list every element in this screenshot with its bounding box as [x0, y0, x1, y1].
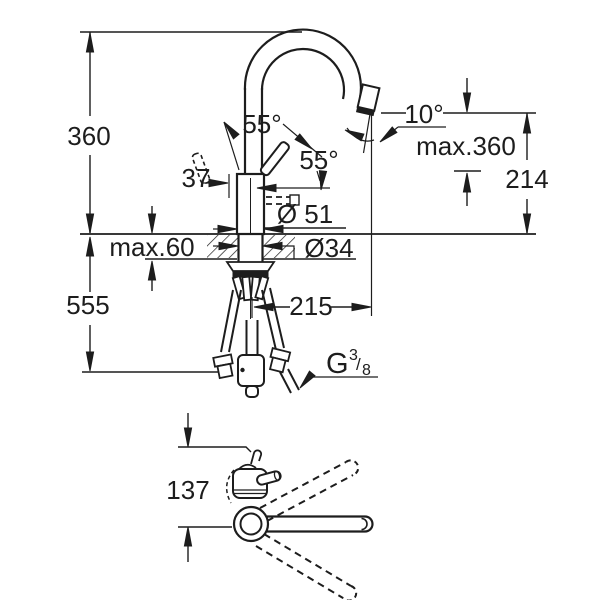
dimension-labels: 360 55° 37 55° 10° max.360 214 Ø 51 max.…	[66, 99, 548, 505]
dim-215-arrow-left	[253, 302, 274, 312]
thread-numerator: 3	[349, 347, 358, 364]
left-hose	[220, 289, 242, 353]
dim-137-arrow-bottom	[183, 526, 193, 547]
angle-55-spout-label: 55°	[242, 109, 281, 139]
dim-37-arrow	[208, 178, 229, 188]
dim-137-arrow-top	[183, 427, 193, 448]
spray-outlet-dashed	[266, 196, 290, 205]
right-hose	[261, 287, 285, 351]
angle-10-leader-arrow	[377, 126, 398, 146]
dim-max360-arrow-down	[462, 92, 472, 113]
thread-denominator: 8	[362, 362, 371, 379]
dim-555-label: 555	[66, 290, 109, 320]
angle-10-arc-arrow	[343, 126, 365, 142]
dim-max60-arrow-top	[147, 213, 157, 234]
top-base-ring	[232, 505, 270, 543]
dim-214-label: 214	[505, 164, 548, 194]
spout-arc-inner	[260, 47, 346, 100]
dia-34-leader	[281, 245, 295, 259]
angle-55-left-arrow	[220, 119, 240, 140]
dim-215-arrow-right	[351, 302, 372, 312]
dim-37-label: 37	[182, 163, 211, 193]
side-view	[80, 28, 536, 398]
dim-215-label: 215	[289, 291, 332, 321]
spout-arc-outer	[243, 28, 363, 99]
dim-360-label: 360	[67, 121, 110, 151]
dia-51-arrow-left	[217, 224, 238, 234]
dim-555-arrow-top	[85, 236, 95, 257]
dim-137-line-top	[178, 446, 252, 453]
dim-214-arrow-bottom	[522, 213, 532, 234]
dim-137-label: 137	[166, 475, 209, 505]
spout-position-lower	[255, 533, 358, 602]
top-view	[178, 413, 374, 602]
lever-handle	[259, 141, 290, 177]
dim-555-arrow-bottom	[85, 351, 95, 372]
angle-55b-leader	[316, 170, 321, 182]
top-spout-cap	[364, 515, 374, 533]
dim-max60-arrow-bottom	[147, 260, 157, 281]
top-handle-swing-arc	[225, 469, 235, 504]
mounting-nut	[232, 270, 269, 278]
angle-55-handle-label: 55°	[299, 145, 338, 175]
hose-weight-detail	[240, 367, 245, 373]
top-spout-tube	[267, 515, 365, 533]
right-hose-tail	[279, 368, 300, 394]
thread-size-label: G 3 / 8	[326, 347, 371, 380]
spout-tube	[243, 88, 264, 176]
top-base-ring-inner	[239, 512, 263, 536]
top-lever	[250, 449, 263, 465]
thread-arrow	[296, 370, 316, 391]
spray-head	[355, 83, 381, 117]
angle-55-left-leg	[223, 121, 240, 171]
spray-outlet-end	[289, 194, 300, 206]
spray-hose	[245, 320, 259, 356]
dim-360-arrow-bottom	[85, 213, 95, 234]
dim-214-arrow-top	[522, 113, 532, 134]
mounting-washer	[225, 261, 276, 272]
hose-weight-tip	[245, 385, 259, 398]
top-body-dome	[238, 463, 257, 470]
top-spout-cap-inner	[361, 517, 368, 531]
right-hose-connector	[268, 347, 292, 374]
top-spray-stub	[256, 470, 282, 486]
dia-34-label: Ø34	[304, 233, 353, 263]
thread-slash: /	[356, 355, 361, 374]
left-hose-connector	[212, 353, 234, 380]
hose-stubs	[231, 275, 270, 302]
top-body-band	[233, 489, 267, 495]
dim-max60-label: max.60	[109, 232, 194, 262]
dim-360-arrow-top	[85, 32, 95, 53]
dia-51-label: Ø 51	[277, 199, 333, 229]
angle-10-label: 10°	[404, 99, 443, 129]
stream-tilted-line	[362, 113, 371, 154]
spout-position-upper	[259, 459, 360, 522]
dim-max360-label: max.360	[416, 131, 516, 161]
mounting-shank	[237, 234, 264, 262]
thread-prefix: G	[326, 348, 349, 380]
